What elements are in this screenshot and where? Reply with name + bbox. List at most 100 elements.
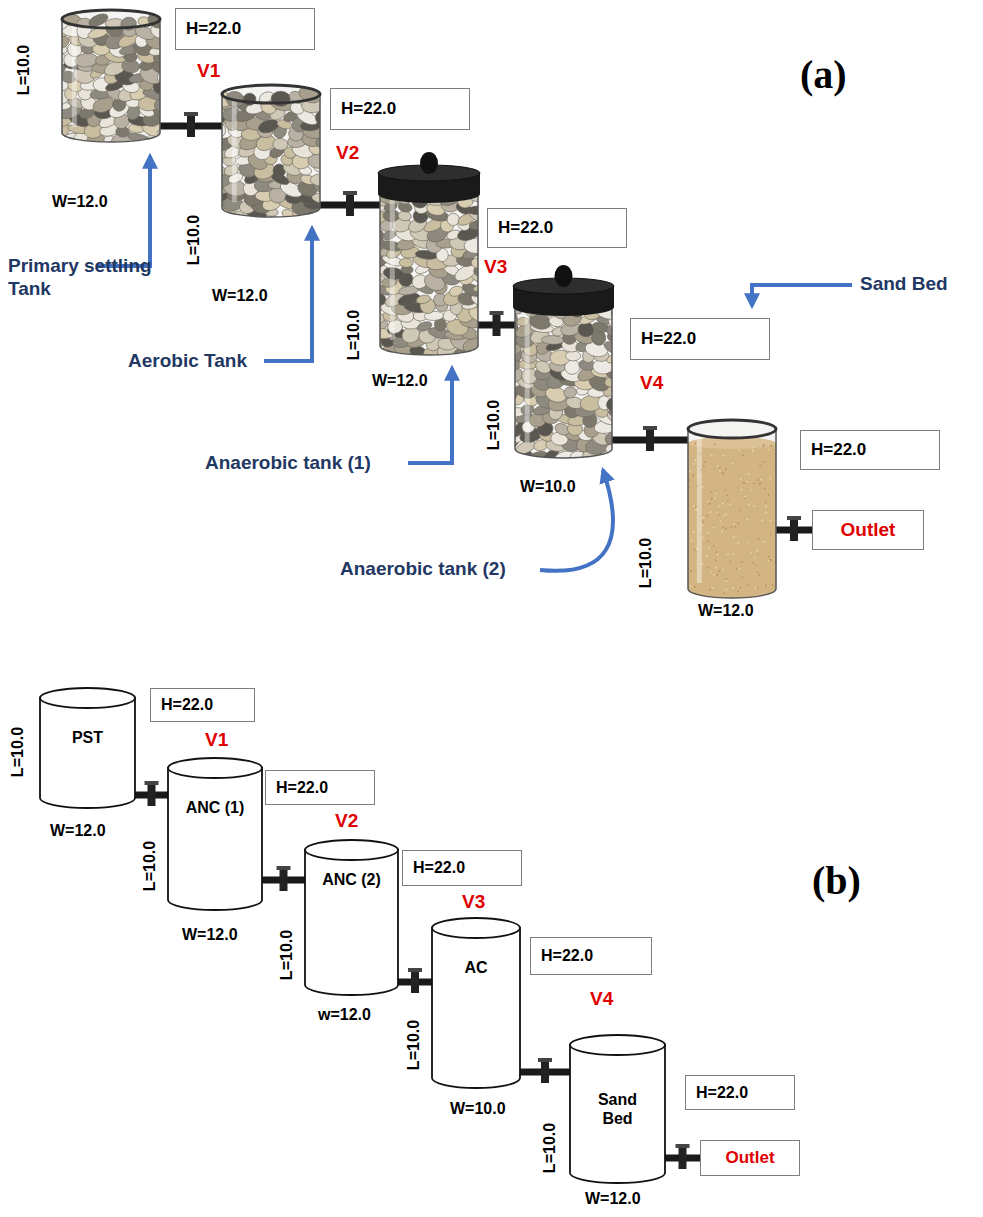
sand-grain xyxy=(752,562,754,564)
valve-body xyxy=(790,519,798,541)
dimension-label: W=10.0 xyxy=(450,1100,506,1118)
jar-fill xyxy=(203,84,338,223)
sand-grain xyxy=(690,585,692,587)
valve-body xyxy=(679,1147,687,1169)
sand-grain xyxy=(757,571,759,573)
tank-label: Anaerobic tank (2) xyxy=(340,558,506,581)
valve-handle xyxy=(408,968,422,972)
sand-grain xyxy=(721,471,723,473)
sand-grain xyxy=(719,467,721,469)
jar-fill xyxy=(498,299,631,465)
cylinder-tank: Sand Bed xyxy=(570,1035,665,1183)
height-label: H=22.0 xyxy=(541,946,593,965)
sand-grain xyxy=(740,478,742,480)
jar-outline xyxy=(515,298,612,458)
pebble xyxy=(397,210,411,221)
jar-tank: Aerobic Tank xyxy=(222,85,320,217)
sand-grain xyxy=(733,523,735,525)
sand-grain xyxy=(730,527,732,529)
jar-fill xyxy=(43,10,178,148)
jar-outline xyxy=(380,185,478,355)
cylinder-tank: ANC (1) xyxy=(168,758,262,910)
dimension-label: L=10.0 xyxy=(541,1123,559,1173)
height-label: H=22.0 xyxy=(186,19,241,39)
sand-grain xyxy=(748,473,750,475)
sand-grain xyxy=(757,479,759,481)
jar-outline xyxy=(688,420,776,598)
height-label: H=22.0 xyxy=(811,440,866,460)
sand-grain xyxy=(737,542,739,544)
sand-grain xyxy=(756,550,758,552)
pebble xyxy=(563,385,578,399)
sand-grain xyxy=(765,501,767,503)
panel-label: (a) xyxy=(800,52,847,98)
sand-grain xyxy=(732,463,734,465)
outlet-label: Outlet xyxy=(841,519,896,542)
sand-grain xyxy=(706,555,708,557)
dimension-box: H=22.0 xyxy=(330,88,470,130)
height-label: H=22.0 xyxy=(498,218,553,238)
sand-grain xyxy=(725,489,727,491)
sand-grain xyxy=(725,514,727,516)
tank-label: Sand Bed xyxy=(860,273,948,296)
dimension-box: H=22.0 xyxy=(402,850,522,886)
sand-grain xyxy=(769,559,771,561)
jar-tank: Primary settling Tank xyxy=(62,10,160,142)
cylinder-top xyxy=(40,688,135,708)
sand-grain xyxy=(760,479,762,481)
sand-grain xyxy=(770,534,772,536)
jar-outline xyxy=(62,10,160,142)
sand-grain xyxy=(725,589,727,591)
sand-grain xyxy=(693,505,695,507)
sand-grain xyxy=(737,522,739,524)
dimension-label: W=10.0 xyxy=(520,478,576,496)
leader-arrow xyxy=(264,228,312,361)
dimension-label: L=10.0 xyxy=(485,400,503,450)
sand-grain xyxy=(702,517,704,519)
sand-grain xyxy=(713,527,715,529)
dimension-label: W=12.0 xyxy=(212,287,268,305)
cylinder-body xyxy=(432,928,520,1088)
sand-grain xyxy=(739,568,741,570)
dimension-box: H=22.0 xyxy=(175,8,315,50)
sand-grain xyxy=(714,559,716,561)
dimension-label: L=10.0 xyxy=(185,215,203,265)
dimension-box: H=22.0 xyxy=(630,318,770,360)
pebble xyxy=(541,335,564,344)
sand-grain xyxy=(707,532,709,534)
valve-handle xyxy=(343,191,357,195)
sand-grain xyxy=(704,461,706,463)
pebble xyxy=(605,323,622,339)
valve-handle xyxy=(184,112,198,116)
cylinder-top xyxy=(168,758,262,778)
jar-rim xyxy=(222,85,320,103)
sand-grain xyxy=(754,556,756,558)
tank-label: Aerobic Tank xyxy=(128,350,247,373)
jar-illustration xyxy=(222,85,320,217)
pebble xyxy=(416,320,433,333)
pebble xyxy=(399,258,413,268)
sand-grain xyxy=(741,561,743,563)
tank-label: Anaerobic tank (1) xyxy=(205,452,371,475)
sand-grain xyxy=(712,587,714,589)
cylinder-tank: ANC (2) xyxy=(305,840,398,995)
sand-grain xyxy=(770,559,772,561)
jar-tank: Sand Bed xyxy=(688,420,776,598)
sand-grain xyxy=(752,447,754,449)
sand-grain xyxy=(722,503,724,505)
sand-grain xyxy=(713,574,715,576)
cylinder-outline xyxy=(570,1035,665,1183)
pebble xyxy=(578,322,594,336)
sand-grain xyxy=(747,584,749,586)
sand-grain xyxy=(720,520,722,522)
sand-grain xyxy=(726,495,728,497)
tank-name: PST xyxy=(72,728,103,747)
sand-grain xyxy=(695,459,697,461)
dimension-label: L=10.0 xyxy=(141,841,159,891)
sand-grain xyxy=(769,477,771,479)
cylinder-top xyxy=(570,1035,665,1055)
sand-grain xyxy=(710,491,712,493)
sand-grain xyxy=(759,483,761,485)
dimension-label: W=12.0 xyxy=(182,926,238,944)
lid-knob xyxy=(555,265,573,287)
